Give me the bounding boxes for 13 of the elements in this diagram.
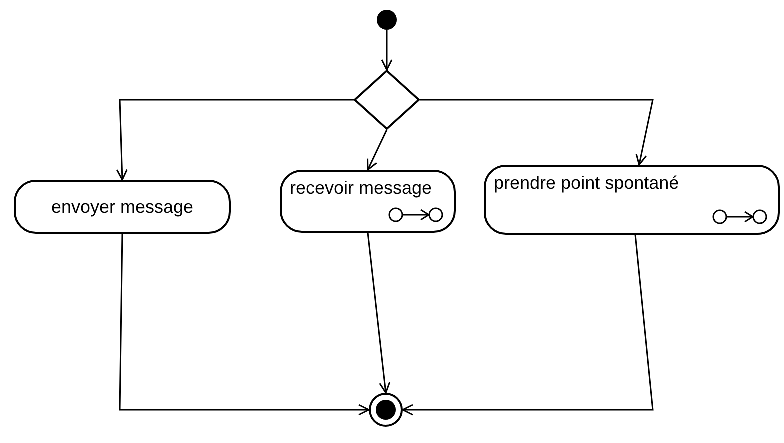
activity-label: envoyer message (50, 197, 195, 218)
activity-label: recevoir message (290, 178, 432, 199)
arrow (381, 30, 393, 71)
activity-label: prendre point spontané (494, 173, 680, 194)
arrow (116, 99, 354, 181)
arrow (402, 234, 654, 416)
arrow (420, 99, 654, 166)
activity-box (280, 170, 456, 233)
arrow (367, 232, 391, 394)
activity-box (484, 165, 780, 235)
activity-box (14, 180, 231, 234)
arrow (367, 130, 388, 171)
arrow (119, 234, 370, 416)
